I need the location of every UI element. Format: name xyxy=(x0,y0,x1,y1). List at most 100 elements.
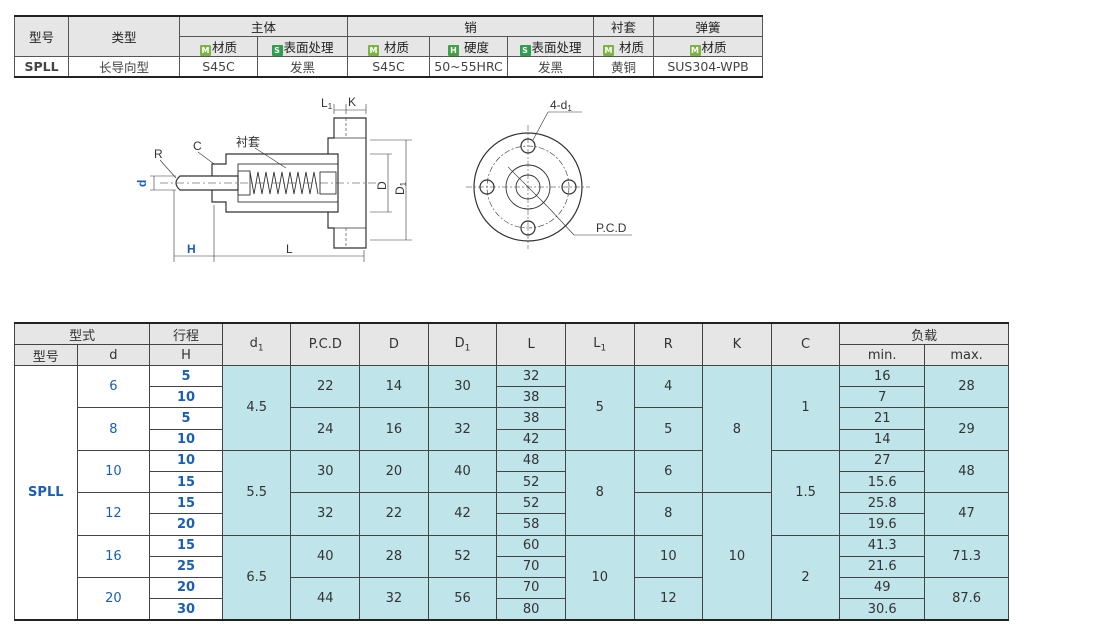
R-cell: 12 xyxy=(633,576,704,621)
D-cell: 16 xyxy=(359,407,429,451)
H-cell: 5 xyxy=(149,407,223,430)
header-K: K xyxy=(702,322,772,366)
label-pcd: P.C.D xyxy=(596,221,627,235)
spec-table: 型式 行程 d1 P.C.D D D1 L L1 R K C 负载 型号 d H… xyxy=(13,322,1009,622)
H-cell: 15 xyxy=(149,492,223,515)
L-cell: 70 xyxy=(496,555,566,578)
K-cell: 8 xyxy=(702,364,772,494)
table-row: 10 42 14 xyxy=(15,428,1009,451)
L-cell: 38 xyxy=(496,407,566,430)
min-cell: 30.6 xyxy=(839,598,926,621)
K-cell: 10 xyxy=(702,492,772,621)
d1-cell: 5.5 xyxy=(221,449,292,536)
header-bushing: 衬套 xyxy=(593,15,655,37)
front-view-drawing: 4-d1 P.C.D xyxy=(466,98,632,249)
min-cell: 21.6 xyxy=(839,555,926,578)
H-cell: 10 xyxy=(149,386,223,409)
header-L1: L1 xyxy=(564,322,635,366)
max-cell: 47 xyxy=(924,492,1009,536)
surface-tag-icon: S xyxy=(271,45,283,56)
D-cell: 28 xyxy=(359,534,429,578)
L-cell: 80 xyxy=(496,598,566,621)
pin-material-cell: S45C xyxy=(347,56,431,78)
d-cell: 16 xyxy=(76,534,151,578)
header-min: min. xyxy=(839,344,926,366)
H-cell: 30 xyxy=(149,598,223,621)
D1-cell: 32 xyxy=(427,407,498,451)
D-cell: 14 xyxy=(359,364,429,409)
header-model: 型号 xyxy=(14,15,69,57)
L1-cell: 10 xyxy=(564,534,635,621)
max-cell: 28 xyxy=(924,364,1009,409)
table-row: 30 80 30.6 xyxy=(15,598,1009,621)
min-cell: 16 xyxy=(839,364,926,388)
spring-material-cell: SUS304-WPB xyxy=(653,56,764,78)
table-row: 10 10 5.5 30 20 40 48 8 6 1.5 27 48 xyxy=(15,449,1009,536)
header-R: R xyxy=(633,322,704,366)
header-C: C xyxy=(770,322,841,366)
label-L: L xyxy=(286,242,293,256)
header-max: max. xyxy=(924,344,1009,366)
table-row: 15 52 15.6 xyxy=(15,470,1009,494)
label-D1: D1 xyxy=(393,181,408,195)
C-cell: 2 xyxy=(770,534,841,621)
D1-cell: 40 xyxy=(427,449,498,494)
min-cell: 25.8 xyxy=(839,492,926,515)
table-row: 16 15 6.5 40 28 52 60 10 10 2 41.3 71.3 xyxy=(15,534,1009,621)
pcd-cell: 22 xyxy=(290,364,361,409)
L-cell: 58 xyxy=(496,513,566,536)
R-cell: 5 xyxy=(633,407,704,451)
min-cell: 27 xyxy=(839,449,926,472)
d-cell: 20 xyxy=(76,576,151,621)
material-tag-icon: M xyxy=(603,45,615,56)
header-load: 负载 xyxy=(839,322,1009,345)
material-tag-icon: M xyxy=(368,45,380,56)
L-cell: 60 xyxy=(496,534,566,557)
hardness-tag-icon: H xyxy=(448,45,460,56)
bushing-material-cell: 黄铜 xyxy=(593,56,655,78)
body-surface-cell: 发黑 xyxy=(256,56,349,78)
D1-cell: 42 xyxy=(427,492,498,536)
table-row: 12 15 32 22 42 52 8 10 25.8 47 xyxy=(15,492,1009,621)
label-K: K xyxy=(348,95,356,109)
label-C: C xyxy=(193,139,202,153)
header-L: L xyxy=(496,322,566,366)
pcd-cell: 44 xyxy=(290,576,361,621)
pcd-cell: 24 xyxy=(290,407,361,451)
material-tag-icon: M xyxy=(199,45,211,56)
L-cell: 52 xyxy=(496,492,566,515)
header-H: H xyxy=(149,344,223,366)
L-cell: 70 xyxy=(496,576,566,600)
D1-cell: 30 xyxy=(427,364,498,409)
L1-cell: 8 xyxy=(564,449,635,536)
table-row: 25 70 21.6 xyxy=(15,555,1009,578)
R-cell: 10 xyxy=(633,534,704,578)
label-L1: L1 xyxy=(321,96,333,111)
header-pin-hardness: H 硬度 xyxy=(429,36,509,57)
table-row: 20 58 19.6 xyxy=(15,513,1009,536)
H-cell: 10 xyxy=(149,449,223,472)
R-cell: 4 xyxy=(633,364,704,409)
header-type: 类型 xyxy=(68,15,180,57)
side-view-drawing: R C 衬套 d H L L1 K D D1 xyxy=(135,95,412,262)
type-cell: 长导向型 xyxy=(68,56,180,78)
D1-cell: 52 xyxy=(427,534,498,578)
table-row: 10 38 7 xyxy=(15,386,1009,409)
D-cell: 22 xyxy=(359,492,429,536)
label-bushing: 衬套 xyxy=(236,135,260,149)
D1-cell: 56 xyxy=(427,576,498,621)
max-cell: 29 xyxy=(924,407,1009,451)
label-H: H xyxy=(187,242,196,256)
header-d1: d1 xyxy=(221,322,292,366)
pcd-cell: 40 xyxy=(290,534,361,578)
H-cell: 15 xyxy=(149,534,223,557)
min-cell: 14 xyxy=(839,428,926,451)
header-model: 型号 xyxy=(14,344,78,366)
min-cell: 49 xyxy=(839,576,926,600)
L-cell: 38 xyxy=(496,386,566,409)
header-pin: 销 xyxy=(347,15,595,37)
d-cell: 8 xyxy=(76,407,151,451)
H-cell: 10 xyxy=(149,428,223,451)
